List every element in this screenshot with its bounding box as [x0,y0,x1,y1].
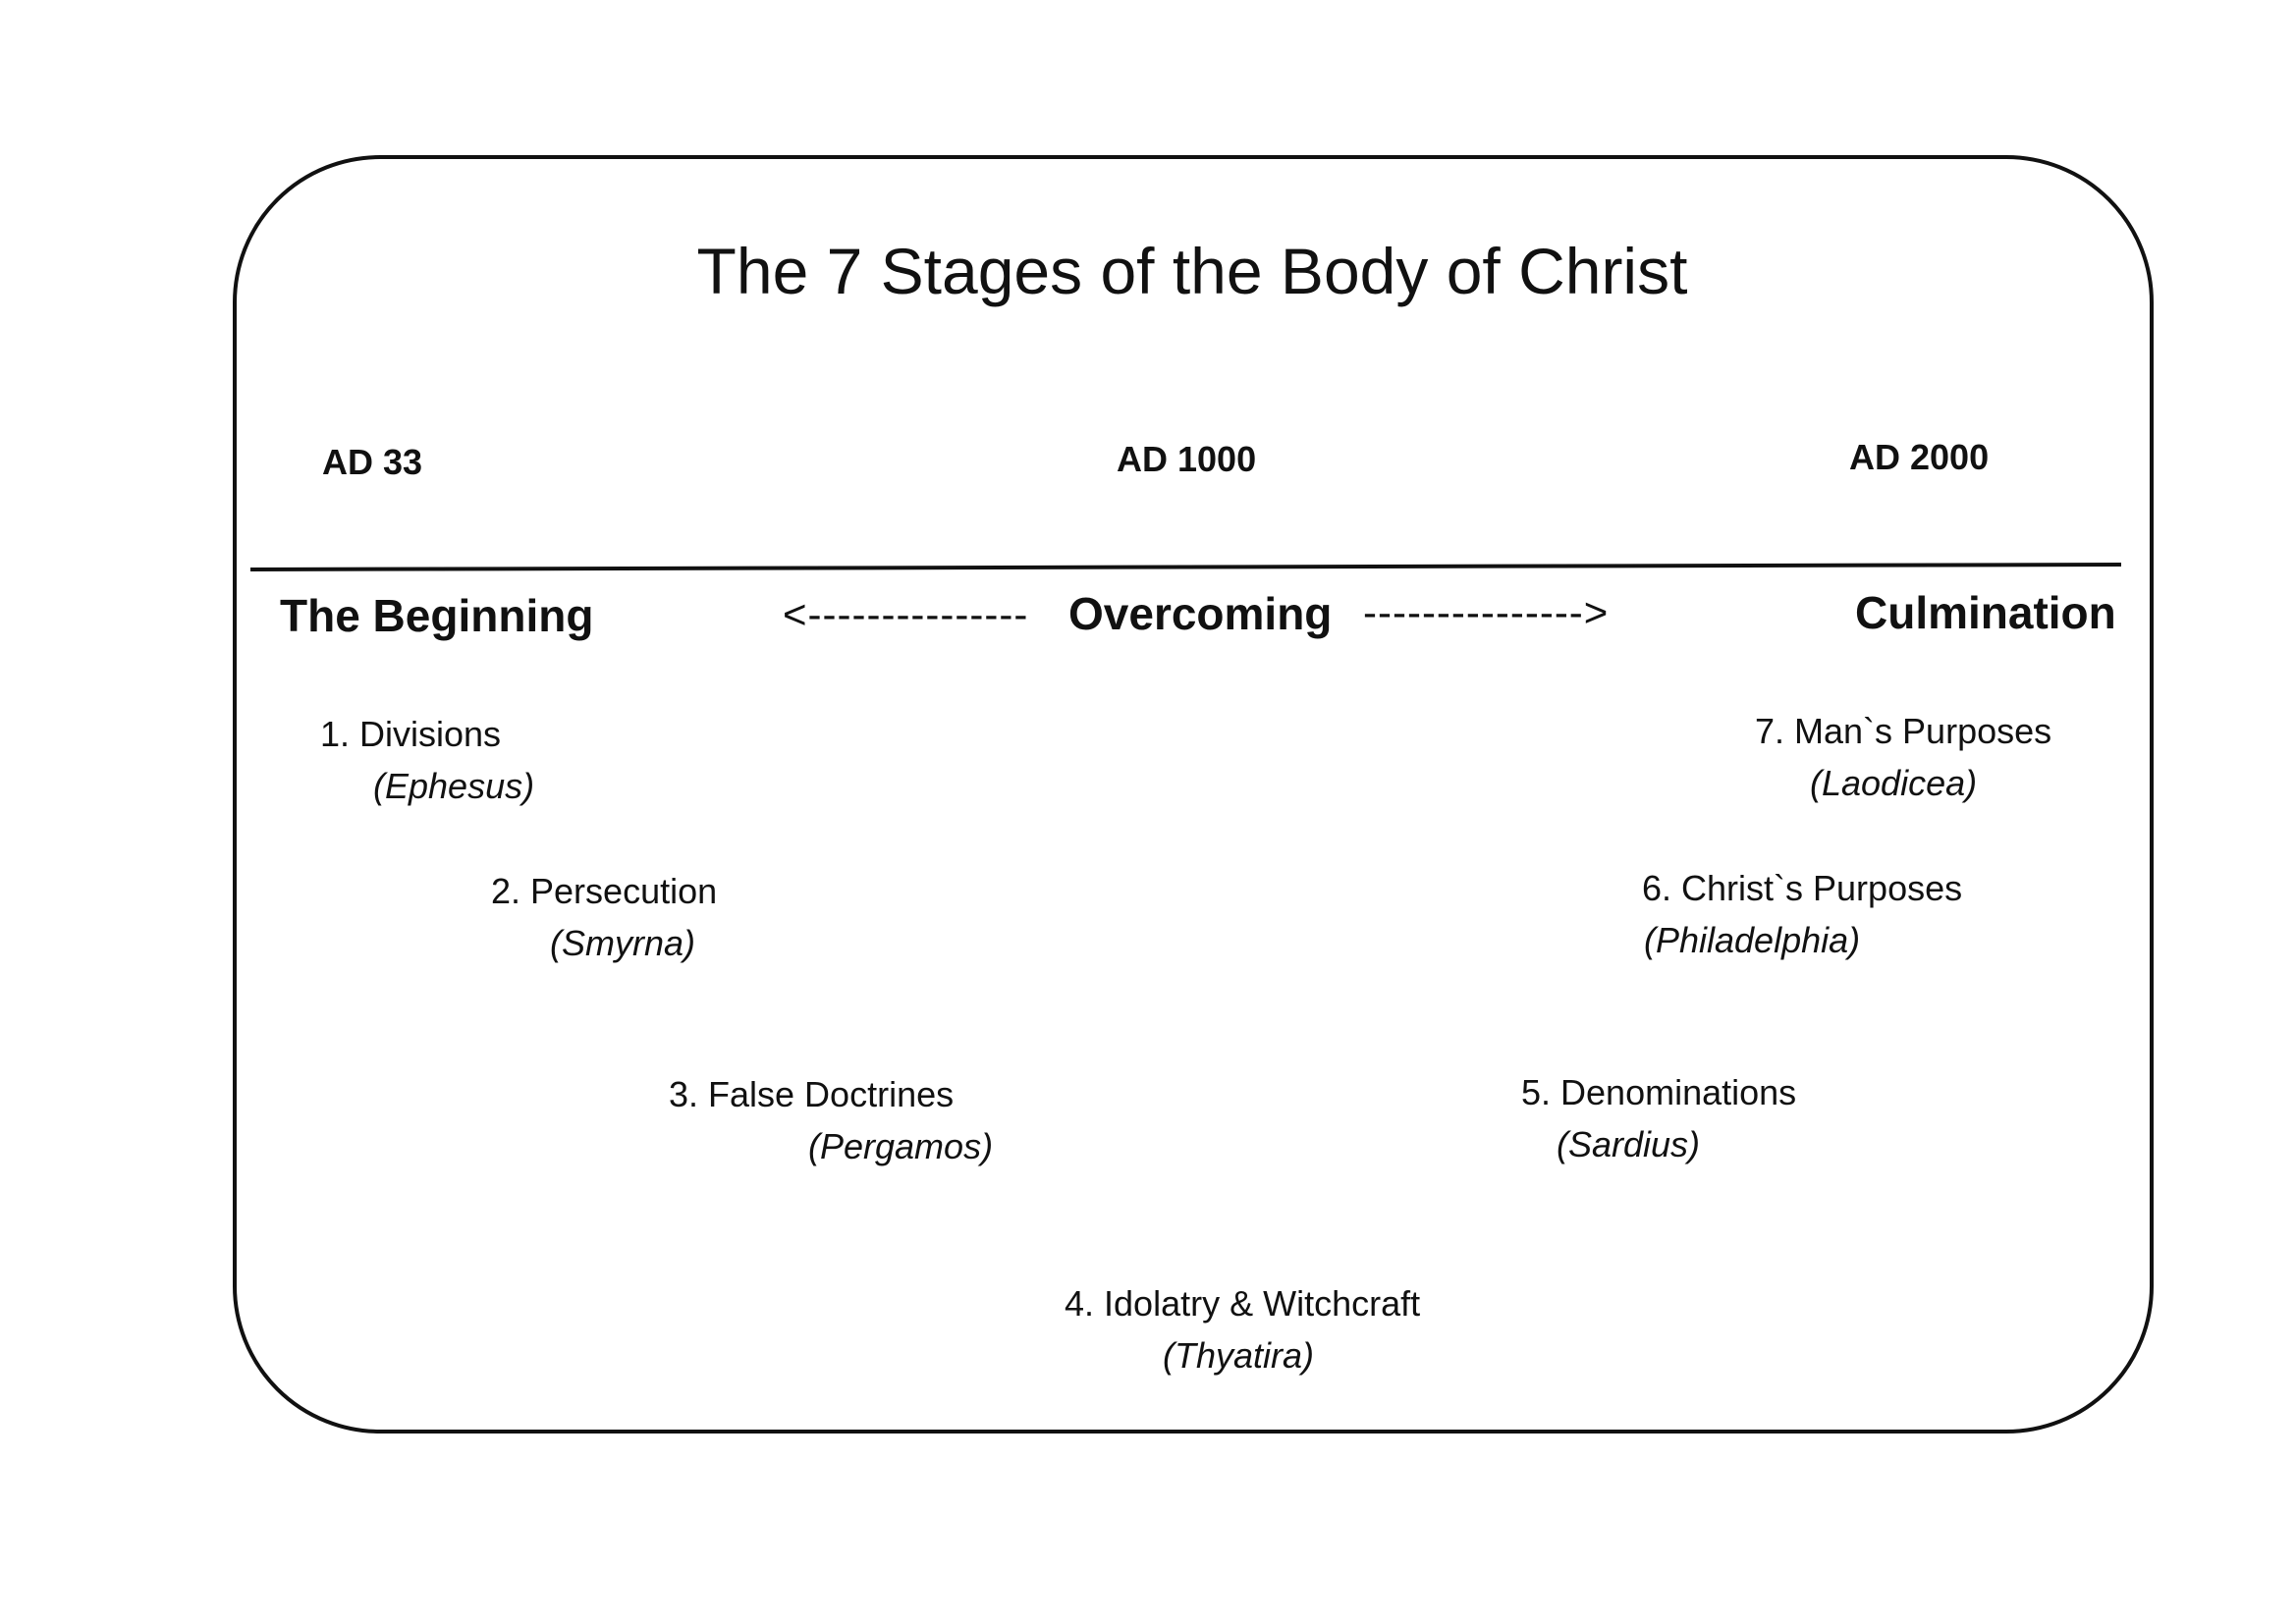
stage-5-church: (Sardius) [1557,1124,1701,1164]
stage-4-name: 4. Idolatry & Witchcraft [1065,1283,1421,1324]
heading-beginning: The Beginning [280,590,594,641]
heading-overcoming: Overcoming [1068,588,1333,639]
stage-5-name: 5. Denominations [1521,1072,1797,1112]
diagram-title: The 7 Stages of the Body of Christ [696,235,1688,307]
stage-6-church: (Philadelphia) [1644,920,1861,960]
stage-7-name: 7. Man`s Purposes [1755,711,2052,751]
arrow-left: <--------------- [783,591,1029,637]
stage-3-name: 3. False Doctrines [669,1074,955,1114]
stage-3-church: (Pergamos) [808,1126,994,1166]
era-middle-label: AD 1000 [1117,439,1257,479]
stage-1-name: 1. Divisions [320,714,502,754]
heading-culmination: Culmination [1855,587,2116,638]
arrow-right: ---------------> [1363,589,1610,635]
stage-7-church: (Laodicea) [1810,763,1978,803]
stage-1-church: (Ephesus) [373,766,535,806]
stage-6-name: 6. Christ`s Purposes [1642,868,1963,908]
stage-4-church: (Thyatira) [1163,1335,1315,1376]
era-end-label: AD 2000 [1849,437,1990,477]
stage-2-church: (Smyrna) [550,923,696,963]
rounded-frame [233,155,2154,1434]
stage-2-name: 2. Persecution [491,871,718,911]
era-start-label: AD 33 [322,442,423,482]
